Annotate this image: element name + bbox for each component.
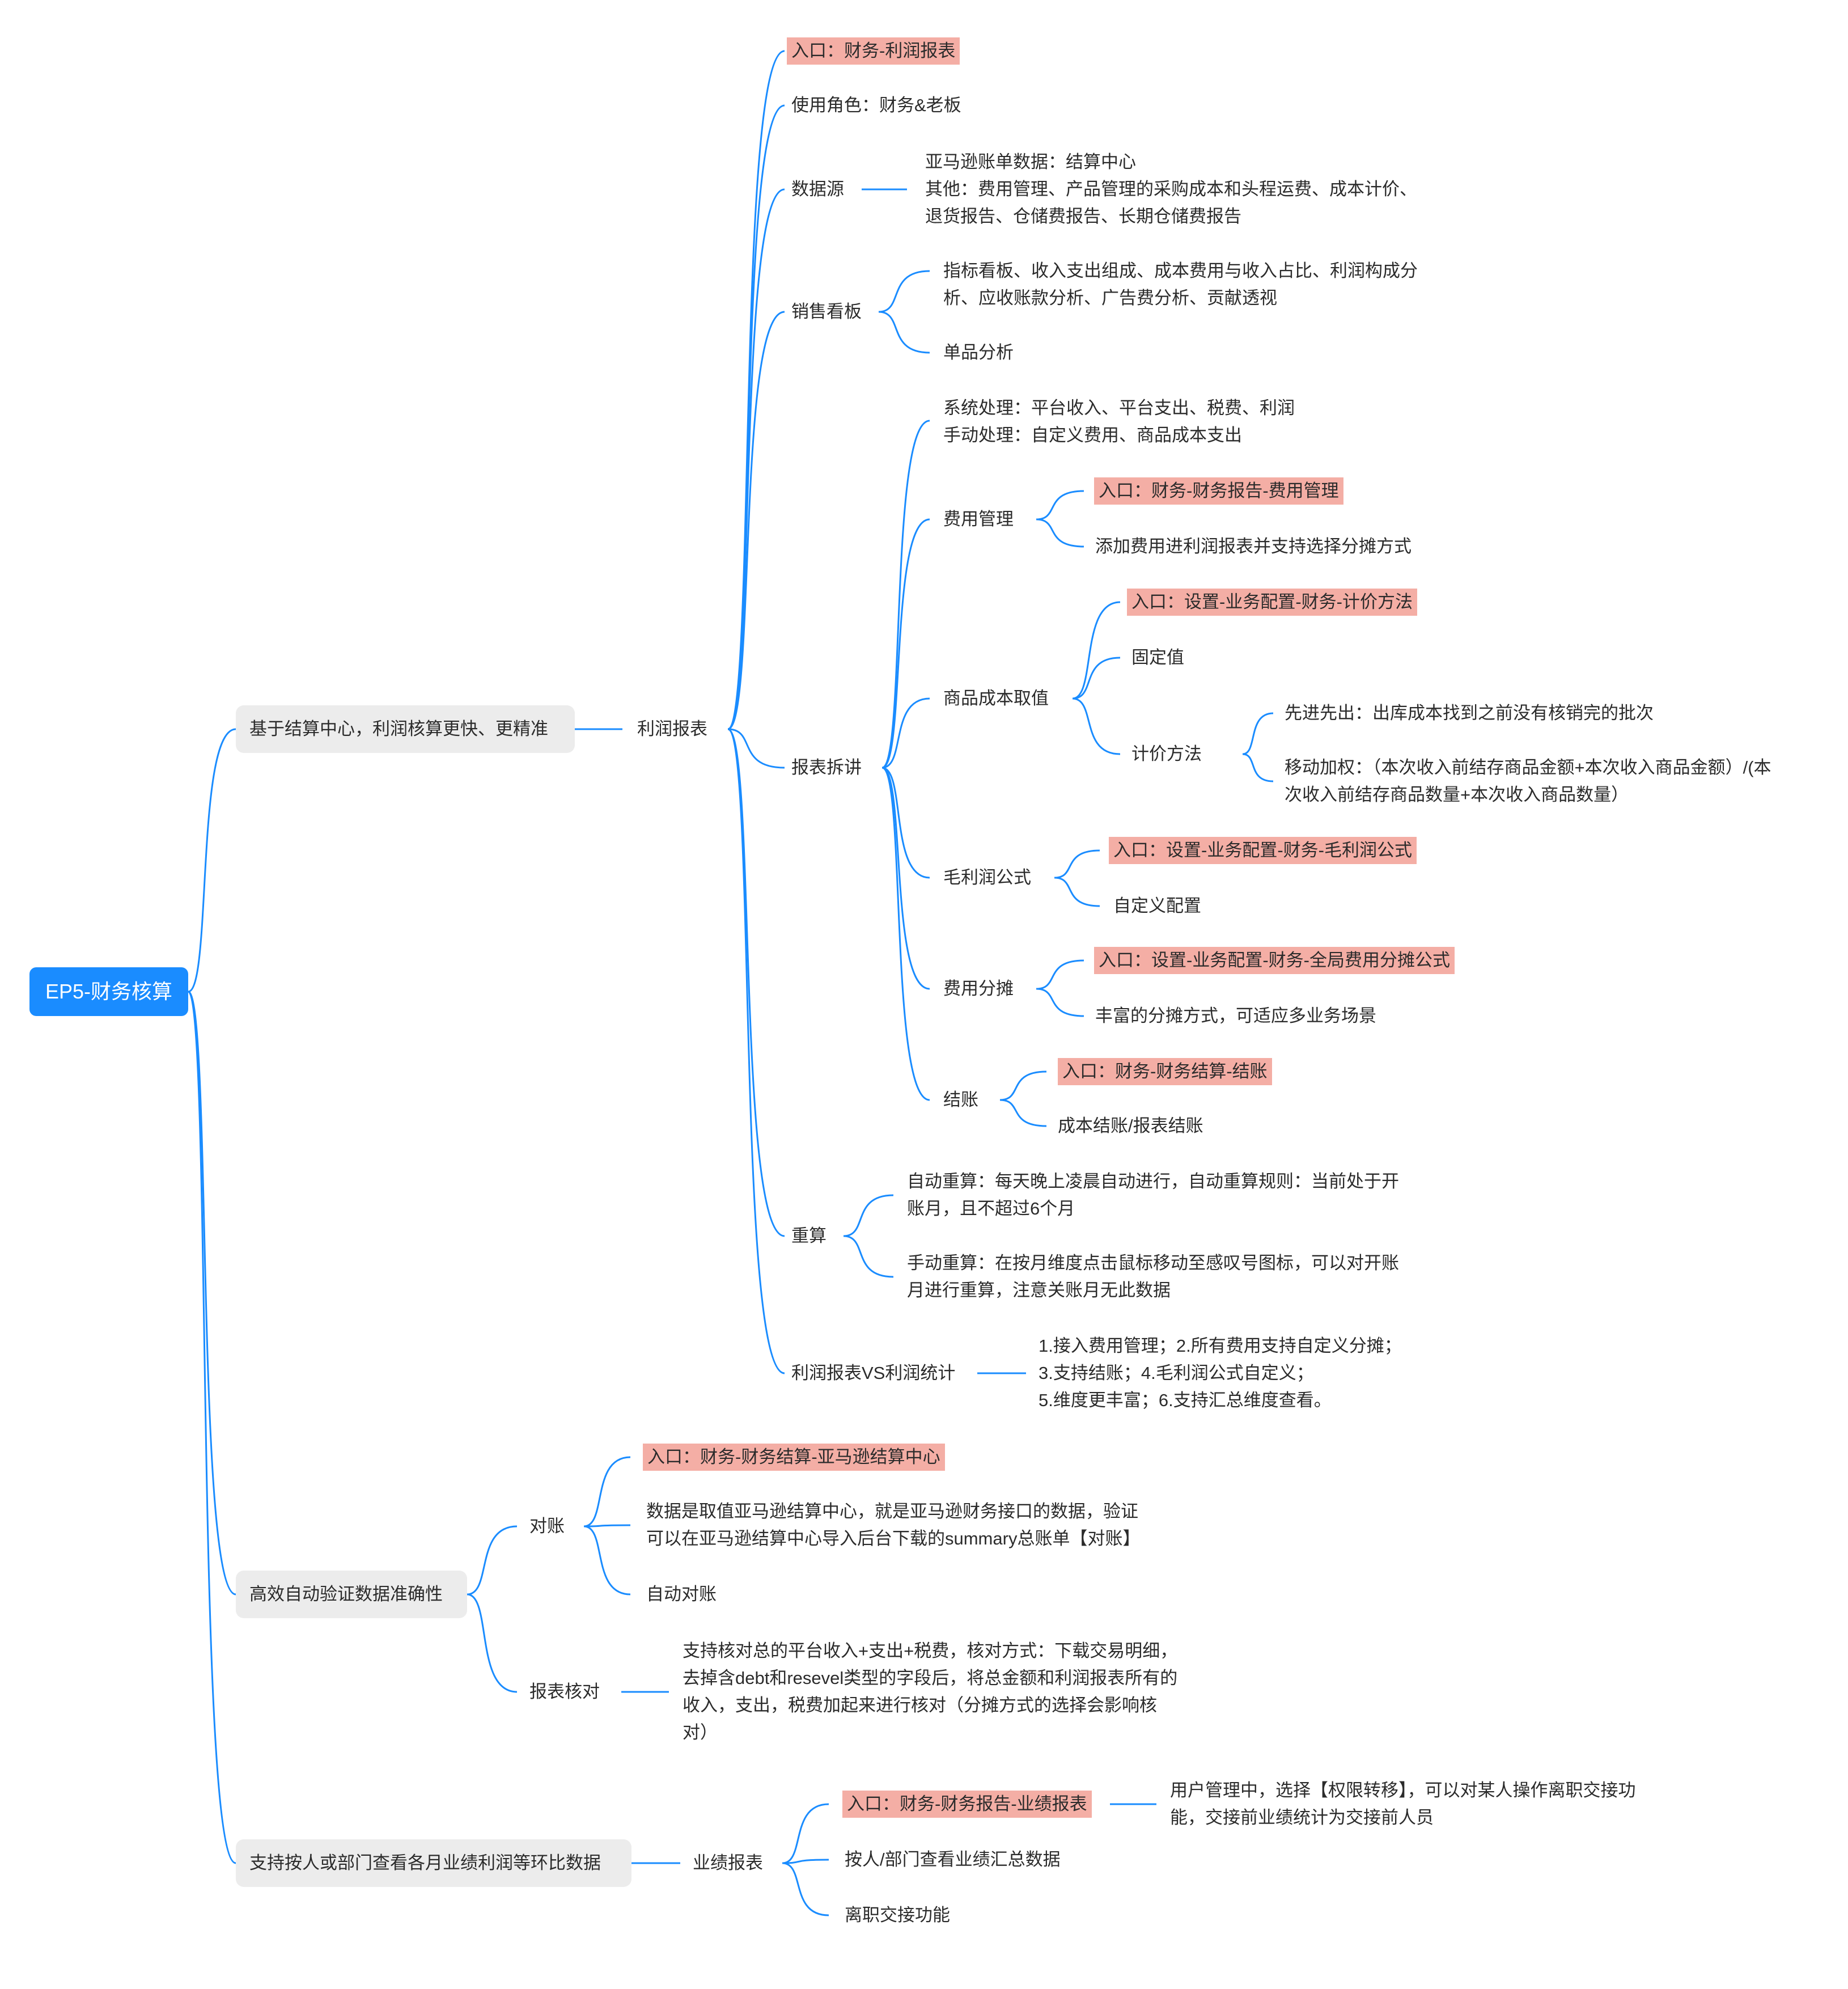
node-recalculation[interactable]: 重算: [791, 1226, 826, 1246]
node-data-source-detail[interactable]: 亚马逊账单数据：结算中心 其他：费用管理、产品管理的采购成本和头程运费、成本计价…: [925, 152, 1417, 226]
edge-breakdown-proc: [881, 420, 930, 769]
edge-perf-handover: [782, 1862, 829, 1916]
edge-root-b2: [188, 991, 236, 1596]
node-processing[interactable]: 系统处理：平台收入、平台支出、税费、利润 手动处理：自定义费用、商品成本支出: [943, 398, 1295, 445]
edge-fifo: [1242, 712, 1274, 755]
edge-breakdown-fee: [881, 518, 930, 769]
edge-cost-method: [1072, 697, 1121, 755]
edge-sales-b: [878, 311, 930, 354]
edge-report-sales: [727, 311, 785, 730]
edge-gp-entry: [1054, 849, 1100, 879]
node-closing-desc[interactable]: 成本结账/报表结账: [1058, 1116, 1203, 1136]
node-sales-board-single[interactable]: 单品分析: [943, 342, 1014, 362]
edge-breakdown-cost: [881, 697, 930, 769]
node-auto-reconciliation[interactable]: 自动对账: [646, 1584, 717, 1604]
edge-cost-fixed: [1072, 657, 1121, 700]
node-gross-profit-custom[interactable]: 自定义配置: [1113, 896, 1201, 916]
edge-b2-check: [467, 1593, 518, 1693]
node-report-vs-stats-detail[interactable]: 1.接入费用管理；2.所有费用支持自定义分摊； 3.支持结账；4.毛利润公式自定…: [1039, 1336, 1402, 1410]
node-reconciliation-desc[interactable]: 数据是取值亚马逊结算中心，就是亚马逊财务接口的数据，验证 可以在亚马逊结算中心导…: [646, 1501, 1141, 1548]
node-recalc-auto[interactable]: 自动重算：每天晚上凌晨自动进行，自动重算规则：当前处于开 账月，且不超过6个月: [907, 1171, 1399, 1218]
branch-performance[interactable]: 支持按人或部门查看各月业绩利润等环比数据: [236, 1839, 631, 1887]
edge-alloc-entry: [1036, 959, 1084, 990]
edge-recon-auto: [583, 1525, 631, 1596]
node-report-breakdown[interactable]: 报表拆讲: [791, 757, 862, 777]
root-node[interactable]: EP5-财务核算: [29, 967, 188, 1016]
node-fee-allocation-desc[interactable]: 丰富的分摊方式，可适应多业务场景: [1095, 1006, 1376, 1026]
node-entry-gross-profit[interactable]: 入口：设置-业务配置-财务-毛利润公式: [1109, 837, 1417, 864]
edge-recon-desc: [583, 1524, 631, 1527]
node-entry-profit-report[interactable]: 入口：财务-利润报表: [787, 37, 960, 65]
node-entry-reconciliation[interactable]: 入口：财务-财务结算-亚马逊结算中心: [643, 1444, 945, 1471]
edge-gp-custom: [1054, 877, 1100, 907]
node-entry-closing[interactable]: 入口：财务-财务结算-结账: [1058, 1058, 1272, 1085]
edge-report-entry: [727, 50, 785, 730]
node-fee-management-desc[interactable]: 添加费用进利润报表并支持选择分摊方式: [1095, 536, 1412, 556]
branch-data-verification[interactable]: 高效自动验证数据准确性: [236, 1571, 467, 1618]
node-cost-fixed[interactable]: 固定值: [1131, 648, 1184, 667]
edge-root-b3: [187, 991, 236, 1864]
edge-perf-entry: [782, 1803, 829, 1864]
edge-recon-entry: [583, 1456, 631, 1527]
edge-breakdown-gp: [881, 767, 930, 879]
edge-mavg: [1242, 753, 1274, 782]
node-performance-view[interactable]: 按人/部门查看业绩汇总数据: [845, 1850, 1061, 1869]
edge-breakdown-close: [881, 767, 930, 1101]
node-closing[interactable]: 结账: [943, 1090, 978, 1110]
edge-breakdown-alloc: [881, 767, 930, 990]
node-report-check[interactable]: 报表核对: [529, 1682, 600, 1702]
node-entry-fee-allocation[interactable]: 入口：设置-业务配置-财务-全局费用分摊公式: [1094, 947, 1455, 974]
node-fifo[interactable]: 先进先出：出库成本找到之前没有核销完的批次: [1285, 703, 1654, 723]
node-performance-report[interactable]: 业绩报表: [693, 1853, 763, 1873]
node-entry-fee-management[interactable]: 入口：财务-财务报告-费用管理: [1094, 477, 1343, 505]
node-recalc-manual[interactable]: 手动重算：在按月维度点击鼠标移动至感叹号图标，可以对开账 月进行重算，注意关账月…: [907, 1253, 1399, 1300]
edge-recalc-auto: [843, 1194, 894, 1237]
node-cost-method[interactable]: 计价方法: [1131, 744, 1202, 764]
edge-report-breakdown: [727, 728, 785, 769]
edge-fee-desc: [1036, 518, 1084, 548]
edge-report-vs: [727, 728, 785, 1374]
edge-sales-a: [878, 270, 930, 313]
node-roles[interactable]: 使用角色：财务&老板: [791, 95, 961, 115]
node-entry-performance[interactable]: 入口：财务-财务报告-业绩报表: [842, 1791, 1092, 1818]
edge-close-entry: [999, 1070, 1047, 1101]
node-entry-cost-method[interactable]: 入口：设置-业务配置-财务-计价方法: [1127, 589, 1417, 616]
node-permission-transfer[interactable]: 用户管理中，选择【权限转移】，可以对某人操作离职交接功 能，交接前业绩统计为交接…: [1170, 1780, 1636, 1827]
node-cost-value[interactable]: 商品成本取值: [943, 688, 1049, 708]
edge-report-recalc: [727, 728, 785, 1237]
edge-report-ds: [727, 188, 785, 730]
edge-perf-view: [782, 1859, 829, 1864]
node-fee-management[interactable]: 费用管理: [943, 509, 1014, 529]
node-data-source[interactable]: 数据源: [791, 179, 844, 199]
edge-alloc-desc: [1036, 988, 1084, 1017]
node-reconciliation[interactable]: 对账: [529, 1516, 565, 1536]
edge-root-b1: [188, 728, 236, 993]
node-gross-profit-formula[interactable]: 毛利润公式: [943, 867, 1031, 887]
node-fee-allocation[interactable]: 费用分摊: [943, 979, 1014, 998]
edge-close-desc: [999, 1099, 1047, 1127]
node-sales-board[interactable]: 销售看板: [791, 302, 862, 321]
edge-recalc-manual: [843, 1235, 894, 1278]
edge-cost-entry: [1072, 601, 1121, 700]
node-resignation-handover[interactable]: 离职交接功能: [845, 1905, 950, 1925]
edge-b2-recon: [467, 1525, 518, 1596]
node-report-vs-stats[interactable]: 利润报表VS利润统计: [791, 1363, 956, 1383]
node-profit-report[interactable]: 利润报表: [637, 719, 707, 739]
branch-profit-accounting[interactable]: 基于结算中心，利润核算更快、更精准: [236, 705, 575, 753]
node-moving-average[interactable]: 移动加权：（本次收入前结存商品金额+本次收入商品金额）/(本 次收入前结存商品数…: [1285, 757, 1771, 805]
edge-fee-entry: [1036, 490, 1084, 520]
node-sales-board-metrics[interactable]: 指标看板、收入支出组成、成本费用与收入占比、利润构成分 析、应收账款分析、广告费…: [943, 261, 1418, 308]
node-report-check-desc[interactable]: 支持核对总的平台收入+支出+税费，核对方式：下载交易明细， 去掉含debt和re…: [683, 1641, 1178, 1742]
